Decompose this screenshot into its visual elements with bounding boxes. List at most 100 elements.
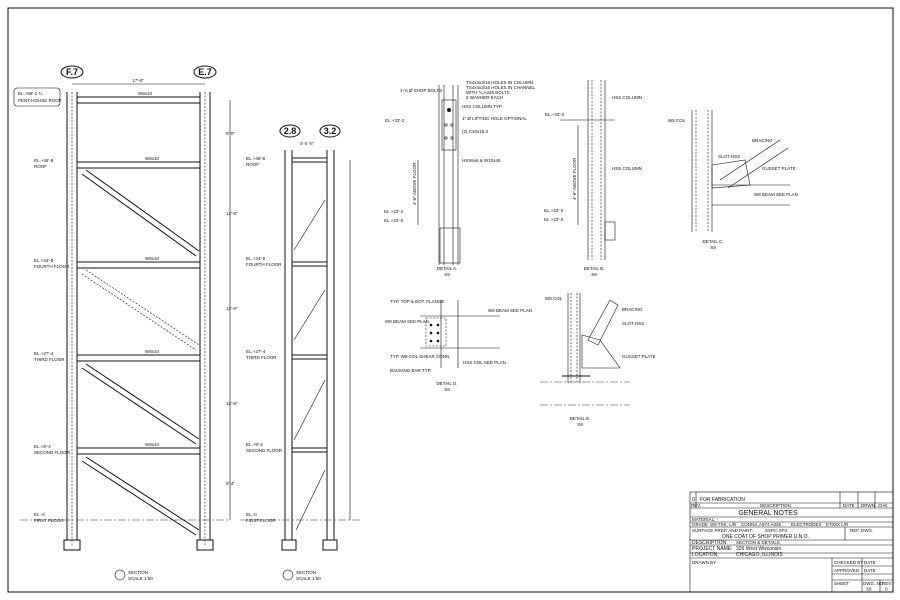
span-dimension: 17'-6" bbox=[132, 78, 144, 83]
level-elev: EL.+27'-4 bbox=[246, 349, 266, 354]
level-elev: EL.-0 bbox=[34, 512, 45, 517]
story-dim: 9'-0" bbox=[226, 131, 235, 136]
column-header: DRWN bbox=[861, 503, 875, 508]
grid-label: 2.8 bbox=[284, 126, 297, 136]
note: GUSSET PLATE bbox=[762, 166, 796, 171]
material: MATERIAL: - bbox=[692, 517, 719, 522]
level-elev: EL.+34'-8 bbox=[246, 256, 266, 261]
level-name: FOURTH FLOOR bbox=[246, 262, 282, 267]
ref-dwg: REF. DWG. bbox=[850, 528, 873, 533]
brace-hidden bbox=[81, 269, 200, 351]
beam-label: W8x10 bbox=[145, 156, 160, 161]
elevation: EL.+22'-0 bbox=[544, 217, 564, 222]
note: HSS COL SEE PLAN bbox=[463, 360, 506, 365]
level-elev: EL.+48'-8 bbox=[246, 156, 266, 161]
level-elev: EL.+58'-2 ¾ bbox=[18, 91, 42, 96]
note: W8 COL bbox=[545, 296, 563, 301]
note: TS4x4x3/16 HOLES IN COLUMN bbox=[466, 80, 533, 85]
elevation: EL.+33'-2 bbox=[545, 112, 565, 117]
project-label: PROJECT NAME: bbox=[692, 546, 732, 552]
rev-description: FOR FABRICATION bbox=[700, 497, 745, 503]
beam-label: W8x10 bbox=[138, 91, 153, 96]
note: W8 BEAM SEE PLAN bbox=[754, 192, 798, 197]
detail-sheet: S9 bbox=[444, 387, 450, 392]
beams bbox=[292, 157, 327, 453]
note: 1" Ø LIFTING HOLE OPTIONAL bbox=[462, 116, 527, 121]
base-plates bbox=[281, 539, 338, 551]
elevation: EL.+33'-2 bbox=[385, 118, 405, 123]
beam-label: W8x10 bbox=[145, 349, 160, 354]
story-dim: 12'-8" bbox=[226, 401, 238, 406]
sheet-border bbox=[7, 7, 894, 593]
grid-label: E.7 bbox=[198, 67, 212, 77]
level-elev: EL.+34'-8 bbox=[34, 258, 54, 263]
column-header: REV. bbox=[691, 503, 701, 508]
section-marker bbox=[114, 569, 126, 581]
grid-bubble-e7 bbox=[193, 65, 217, 79]
note: HSS COLUMN bbox=[612, 95, 642, 100]
note: BRACING bbox=[622, 307, 643, 312]
note: W8 BEAM SEE PLAN bbox=[385, 319, 429, 324]
note: W8 COL bbox=[668, 118, 686, 123]
note: WITH ¾ A325 BOLTS bbox=[466, 90, 510, 95]
level-name: SECOND FLOOR bbox=[246, 448, 283, 453]
description: SECTION & DETAILS bbox=[736, 540, 780, 545]
beams bbox=[77, 96, 200, 455]
dwg-no-label: DWG. NO. bbox=[863, 581, 885, 586]
columns bbox=[284, 150, 335, 540]
grid-label: 3.2 bbox=[324, 126, 337, 136]
note: (2) C10x15.3 bbox=[462, 129, 489, 134]
electrodes-value: E70XX L/R bbox=[826, 522, 849, 527]
span-dimension: 4'-0 ⅝" bbox=[300, 141, 314, 146]
brace bbox=[81, 456, 200, 536]
drawn-by-label: DRAWN BY bbox=[692, 560, 716, 565]
grade-label: GRADE bbox=[692, 522, 708, 527]
note: SLOT HSS bbox=[718, 154, 740, 159]
brace bbox=[81, 169, 200, 257]
sheet-label: SHEET bbox=[834, 581, 849, 586]
columns bbox=[66, 92, 211, 540]
detail-sheet: S9 bbox=[591, 272, 597, 277]
grid-bubble-3-2 bbox=[319, 124, 341, 138]
penthouse-tag bbox=[13, 87, 61, 107]
grade-value: W8 TSK, L/R bbox=[710, 522, 737, 527]
section-title: SECTION bbox=[296, 570, 316, 575]
note: HSS6x6 & W10x49 bbox=[462, 158, 501, 163]
base-plates bbox=[63, 539, 214, 551]
level-elev: EL.+27'-4 bbox=[34, 351, 54, 356]
detail-sheet: S9 bbox=[710, 245, 716, 250]
checked-by-label: CHECKED BY bbox=[834, 560, 863, 565]
level-name: ROOF bbox=[246, 162, 259, 167]
conns-label: CONNS. bbox=[741, 522, 759, 527]
note: SLOT HSS bbox=[622, 321, 644, 326]
level-name: SECOND FLOOR bbox=[34, 450, 71, 455]
level-name: THIRD FLOOR bbox=[246, 355, 277, 360]
detail-title: DETAIL E. bbox=[570, 416, 591, 421]
surface-prep: SSPC-SP3 bbox=[765, 528, 788, 533]
note: 2 WASHER EACH bbox=[466, 95, 503, 100]
note: W8 BEAM SEE PLAN bbox=[488, 308, 532, 313]
column-header: DATE bbox=[843, 503, 855, 508]
surface-label: SURFACE PREP. AND PAINT: bbox=[692, 528, 753, 533]
description-label: DESCRIPTION: bbox=[692, 540, 728, 546]
level-name: FIRST FLOOR bbox=[34, 518, 64, 523]
grid-bubble-2-8 bbox=[279, 124, 301, 138]
story-dim: 12'-8" bbox=[226, 211, 238, 216]
electrodes-label: ELECTRODES bbox=[791, 522, 822, 527]
approved-label: APPROVED bbox=[834, 568, 860, 573]
date-label: DATE bbox=[864, 560, 876, 565]
braces bbox=[293, 199, 326, 531]
elevation: EL.+22'-2 bbox=[544, 208, 564, 213]
detail-a: TS4x4x3/16 HOLES IN COLUMN TS4x4x3/16 HO… bbox=[384, 80, 536, 277]
detail-title: DETAIL C. bbox=[702, 239, 723, 244]
detail-sheet: S9 bbox=[577, 422, 583, 427]
level-elev: EL.-0 bbox=[246, 512, 257, 517]
section-1: F.7 E.7 17'-6" W8x10 W8x10 W8x10 W8x10 W… bbox=[13, 65, 238, 581]
title-block: 0 FOR FABRICATION REV. DESCRIPTION DATE … bbox=[689, 491, 894, 593]
location: CHICAGO, ILLINOIS bbox=[736, 552, 783, 558]
location-label: LOCATION: bbox=[692, 552, 719, 558]
note: TYP. TOP & BOT. FLANGE bbox=[390, 299, 444, 304]
note: BRACING bbox=[752, 138, 773, 143]
drawing-title: GENERAL NOTES bbox=[738, 510, 798, 517]
